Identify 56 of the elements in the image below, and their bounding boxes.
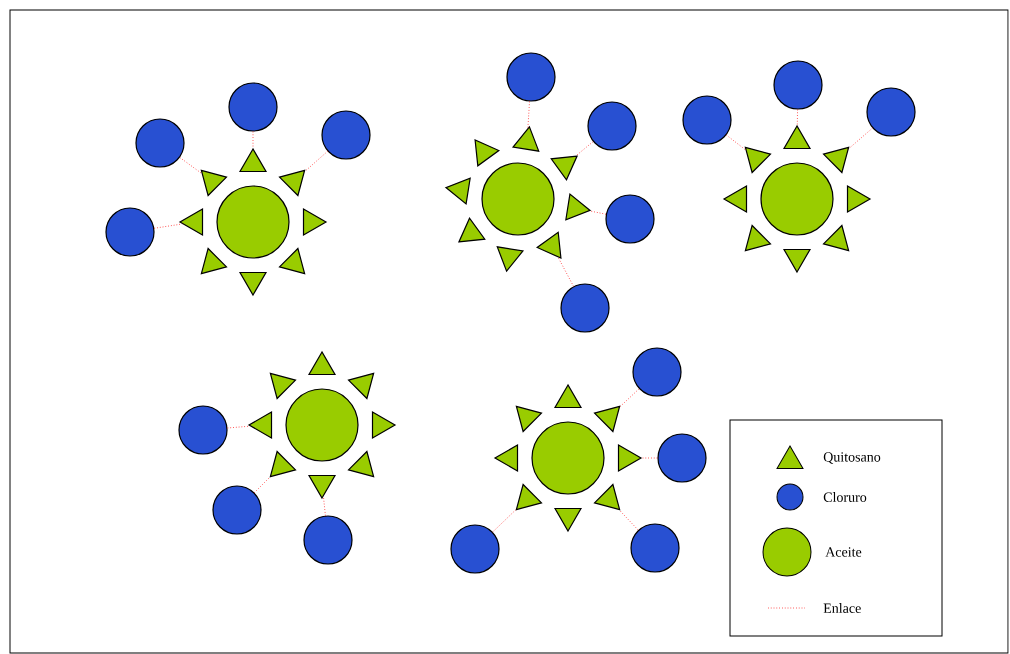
link-line bbox=[304, 150, 328, 172]
oil-circle bbox=[481, 162, 555, 236]
chloride-circle bbox=[178, 405, 228, 455]
link-line bbox=[227, 425, 251, 429]
legend-label: Enlace bbox=[823, 603, 861, 613]
chitosan-triangle bbox=[200, 247, 228, 275]
chloride-circle bbox=[560, 283, 610, 333]
chloride-circle bbox=[773, 60, 823, 110]
link-line bbox=[619, 388, 640, 407]
link-line bbox=[848, 127, 873, 149]
chloride-circle bbox=[105, 207, 155, 257]
chitosan-triangle bbox=[269, 450, 297, 478]
chitosan-triangle bbox=[347, 450, 375, 478]
chitosan-triangle bbox=[515, 405, 543, 433]
oil-circle bbox=[760, 162, 834, 236]
chloride-circle bbox=[228, 82, 278, 132]
link-line bbox=[575, 141, 594, 156]
chloride-circle bbox=[682, 95, 732, 145]
chloride-circle bbox=[506, 52, 556, 102]
link-line bbox=[492, 509, 517, 533]
oil-circle bbox=[216, 185, 290, 259]
chitosan-triangle bbox=[515, 483, 543, 511]
chloride-circle bbox=[587, 101, 637, 151]
chitosan-triangle bbox=[744, 224, 772, 252]
link-line bbox=[589, 210, 607, 215]
chitosan-triangle bbox=[593, 405, 621, 433]
chitosan-triangle bbox=[278, 247, 306, 275]
legend-label: Quitosano bbox=[823, 452, 881, 464]
oil-circle bbox=[531, 421, 605, 495]
link-line bbox=[254, 477, 270, 493]
oil-circle bbox=[285, 388, 359, 462]
link-line bbox=[619, 509, 639, 531]
link-line bbox=[726, 134, 746, 151]
link-line bbox=[179, 157, 202, 174]
chitosan-triangle bbox=[744, 146, 772, 174]
chloride-circle bbox=[212, 485, 262, 535]
chloride-circle bbox=[321, 110, 371, 160]
chloride-circle bbox=[630, 523, 680, 573]
link-line bbox=[153, 223, 183, 229]
legend-label: Aceite bbox=[825, 547, 862, 557]
chitosan-triangle bbox=[822, 224, 850, 252]
chloride-circle bbox=[135, 118, 185, 168]
chitosan-triangle bbox=[200, 169, 228, 197]
link-line bbox=[323, 496, 326, 516]
chloride-circle bbox=[632, 347, 682, 397]
chitosan-triangle bbox=[822, 146, 850, 174]
chloride-circle bbox=[303, 515, 353, 565]
chloride-circle bbox=[605, 194, 655, 244]
legend-label: Cloruro bbox=[823, 492, 867, 502]
chloride-circle bbox=[657, 433, 707, 483]
chitosan-triangle bbox=[347, 372, 375, 400]
chitosan-triangle bbox=[593, 483, 621, 511]
chloride-circle bbox=[866, 87, 916, 137]
chloride-circle bbox=[450, 524, 500, 574]
chitosan-triangle bbox=[269, 372, 297, 400]
chitosan-triangle bbox=[278, 169, 306, 197]
